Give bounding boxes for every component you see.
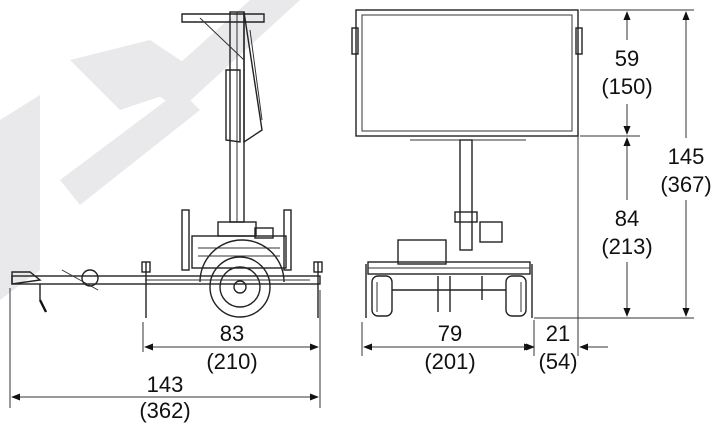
dim-21-value: 21 <box>546 321 570 346</box>
dim-59-metric: (150) <box>601 74 652 99</box>
dimension-lines <box>9 9 694 408</box>
dim-143-metric: (362) <box>139 398 190 423</box>
rear-view-trailer <box>351 9 583 318</box>
dim-59-value: 59 <box>615 46 639 71</box>
dim-145-value: 145 <box>668 144 705 169</box>
dim-79-value: 79 <box>438 321 462 346</box>
dim-143-value: 143 <box>147 372 184 397</box>
dim-79-metric: (201) <box>424 349 475 374</box>
dim-84-metric: (213) <box>601 234 652 259</box>
dim-83-value: 83 <box>220 321 244 346</box>
watermark <box>0 0 300 300</box>
dimension-labels: 143 (362) 83 (210) 79 (201) 21 (54) 59 (… <box>139 46 711 423</box>
dim-84-value: 84 <box>615 206 639 231</box>
dim-145-metric: (367) <box>660 172 711 197</box>
side-view-trailer <box>11 11 323 318</box>
dim-83-metric: (210) <box>206 349 257 374</box>
dim-21-metric: (54) <box>538 349 577 374</box>
